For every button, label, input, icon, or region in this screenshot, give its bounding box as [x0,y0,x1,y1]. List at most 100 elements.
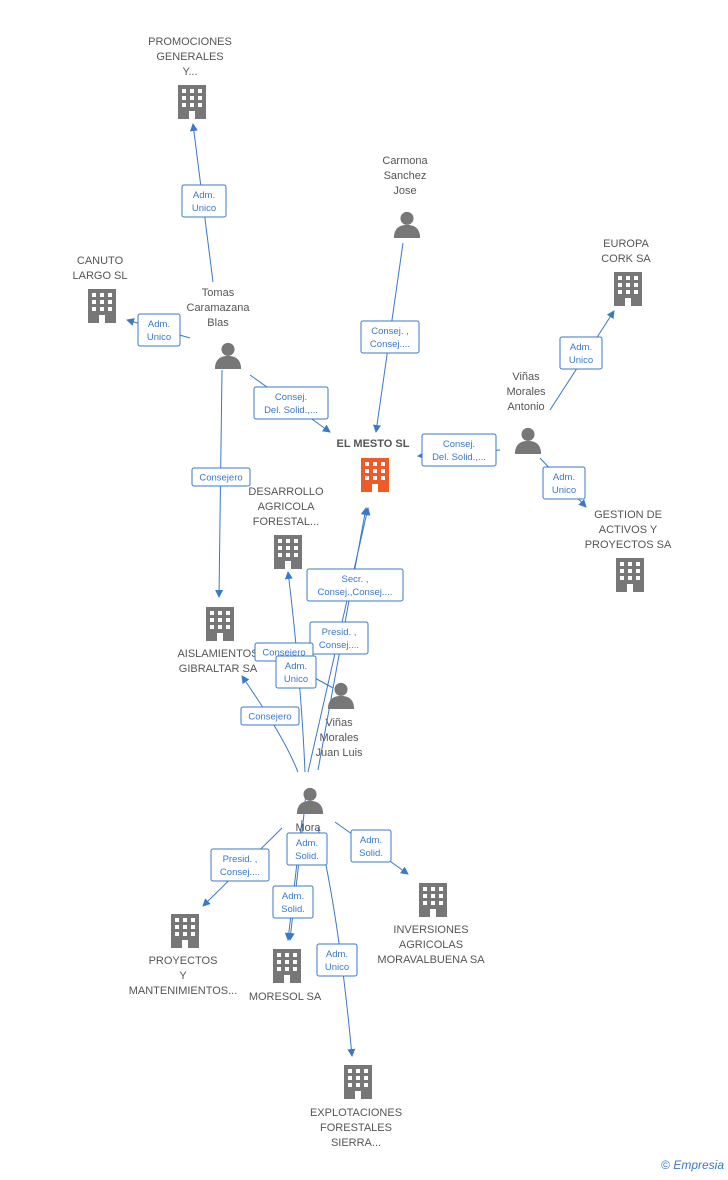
edge-label-line: Adm. [360,835,382,846]
edge-label-line: Consej. [275,392,307,403]
node-label-line: Antonio [507,401,544,413]
node-label-line: CANUTO [77,255,124,267]
footer-brand[interactable]: © Empresia [661,1158,724,1172]
node-label-line: INVERSIONES [393,924,468,936]
edge-label-vinas_antonio-elmesto[interactable]: Consej.Del. Solid.,... [421,433,497,467]
node-label-line: Juan Luis [315,747,363,759]
edge-label-mora-elmesto[interactable]: Secr. ,Consej.,Consej.... [306,568,404,602]
edge-label-mora-proyectos[interactable]: Presid. , Consej.... [210,848,270,882]
edge-label-line: Consejero [262,648,305,659]
node-promociones[interactable]: PROMOCIONES GENERALES Y... [148,36,232,119]
edge-label-line: Consej.,Consej.... [318,587,393,598]
edge-label-box [306,568,404,602]
edge-label-line: Unico [192,203,216,214]
node-desarrollo[interactable]: DESARROLLOAGRICOLAFORESTAL... [248,486,324,569]
node-label-line: Carmona [382,155,428,167]
edge-label-tomas-canuto[interactable]: Adm.Unico [137,313,181,347]
node-moresol[interactable]: MORESOL SA [249,949,322,1003]
edge-label-line: Unico [147,332,171,343]
node-label-line: MORESOL SA [249,991,322,1003]
node-label-line: GENERALES [156,51,223,63]
edge-label-line: Solid. [295,851,319,862]
node-label-line: FORESTAL... [253,516,319,528]
node-label-line: MANTENIMIENTOS... [129,985,238,997]
edge-label-vinas_juan-desarrollo[interactable]: Adm.Unico [275,655,317,689]
edge-label-vinas_juan-elmesto[interactable]: Presid. ,Consej.... [309,621,369,655]
edge-label-line: Adm. [326,949,348,960]
node-label-line: Y... [182,66,197,78]
edge-label-line: Consej. , [371,326,409,337]
edge-label-line: Del. Solid.,... [432,452,486,463]
edge-label-line: Presid. , [322,627,357,638]
edge-label-line: Consej.... [370,339,410,350]
edge-label-tomas-promociones[interactable]: Adm. Unico [181,184,227,218]
node-proyectos[interactable]: PROYECTOS Y MANTENIMIENTOS... [129,914,238,997]
building-icon [206,607,234,641]
edge-label-box [191,467,251,487]
node-label-line: EXPLOTACIONES [310,1107,402,1119]
edge-label-box [210,848,270,882]
edge-label-box [542,466,586,500]
edge-label-tomas-elmesto[interactable]: Consej.Del. Solid.,... [253,386,329,420]
edge-label-box [286,832,328,866]
edge-label-vinas_antonio-gestion[interactable]: Adm.Unico [542,466,586,500]
node-label-line: Sanchez [384,170,427,182]
node-label-line: PROYECTOS [149,955,218,967]
node-label-line: DESARROLLO [248,486,324,498]
edge-label-line: Adm. [193,190,215,201]
edge-label-line: Presid. , [223,854,258,865]
copyright-symbol: © [661,1158,670,1172]
node-label-line: SIERRA... [331,1137,381,1149]
edge-label-line: Consejero [248,712,291,723]
node-explotaciones[interactable]: EXPLOTACIONESFORESTALESSIERRA... [310,1065,402,1149]
building-icon [616,558,644,592]
node-label-line: GESTION DE [594,509,662,521]
building-icon [361,458,389,492]
edge-line-vinas_juan-moresol [286,791,307,941]
node-europa[interactable]: EUROPA CORK SA [601,238,651,306]
edge-label-line: Consej.... [220,867,260,878]
node-label-line: Viñas [512,371,540,383]
node-label-line: Y [179,970,187,982]
edge-label-box [559,336,603,370]
edge-label-mora-inversiones[interactable]: Adm. Solid. [350,829,392,863]
edge-label-line: Solid. [359,848,383,859]
brand-name: Empresia [673,1158,724,1172]
edge-label-tomas-aislamientos[interactable]: Consejero [191,467,251,487]
edge-label-mora-explotaciones[interactable]: Adm.Unico [316,943,358,977]
node-elmesto[interactable]: EL MESTO SL [337,438,410,492]
edge-label-box [253,386,329,420]
edge-label-vinas_juan-moresol[interactable]: Adm.Solid. [286,832,328,866]
edge-label-line: Unico [284,674,308,685]
person-icon [514,427,542,454]
edge-label-box [350,829,392,863]
node-label-line: Tomas [202,287,235,299]
edge-label-line: Unico [552,485,576,496]
edge-label-mora-moresol[interactable]: Adm.Solid. [272,885,314,919]
edge-label-carmona-elmesto[interactable]: Consej. , Consej.... [360,320,420,354]
node-label-line: Mora [295,822,321,834]
node-label-line: PROMOCIONES [148,36,232,48]
node-label-line: Morales [506,386,546,398]
edge-label-line: Consejero [199,473,242,484]
node-label-line: CORK SA [601,253,651,265]
edge-label-box [316,943,358,977]
edge-label-vinas_antonio-europa[interactable]: Adm.Unico [559,336,603,370]
node-label-line: GIBRALTAR SA [179,663,258,675]
building-icon [88,289,116,323]
node-aislamientos[interactable]: AISLAMIENTOS GIBRALTAR SA [177,607,259,675]
edge-label-mora-aislamientos[interactable]: Consejero [240,706,300,726]
node-label-line: AISLAMIENTOS [177,648,258,660]
node-label-line: EUROPA [603,238,649,250]
building-icon [419,883,447,917]
node-label-line: Blas [207,317,229,329]
